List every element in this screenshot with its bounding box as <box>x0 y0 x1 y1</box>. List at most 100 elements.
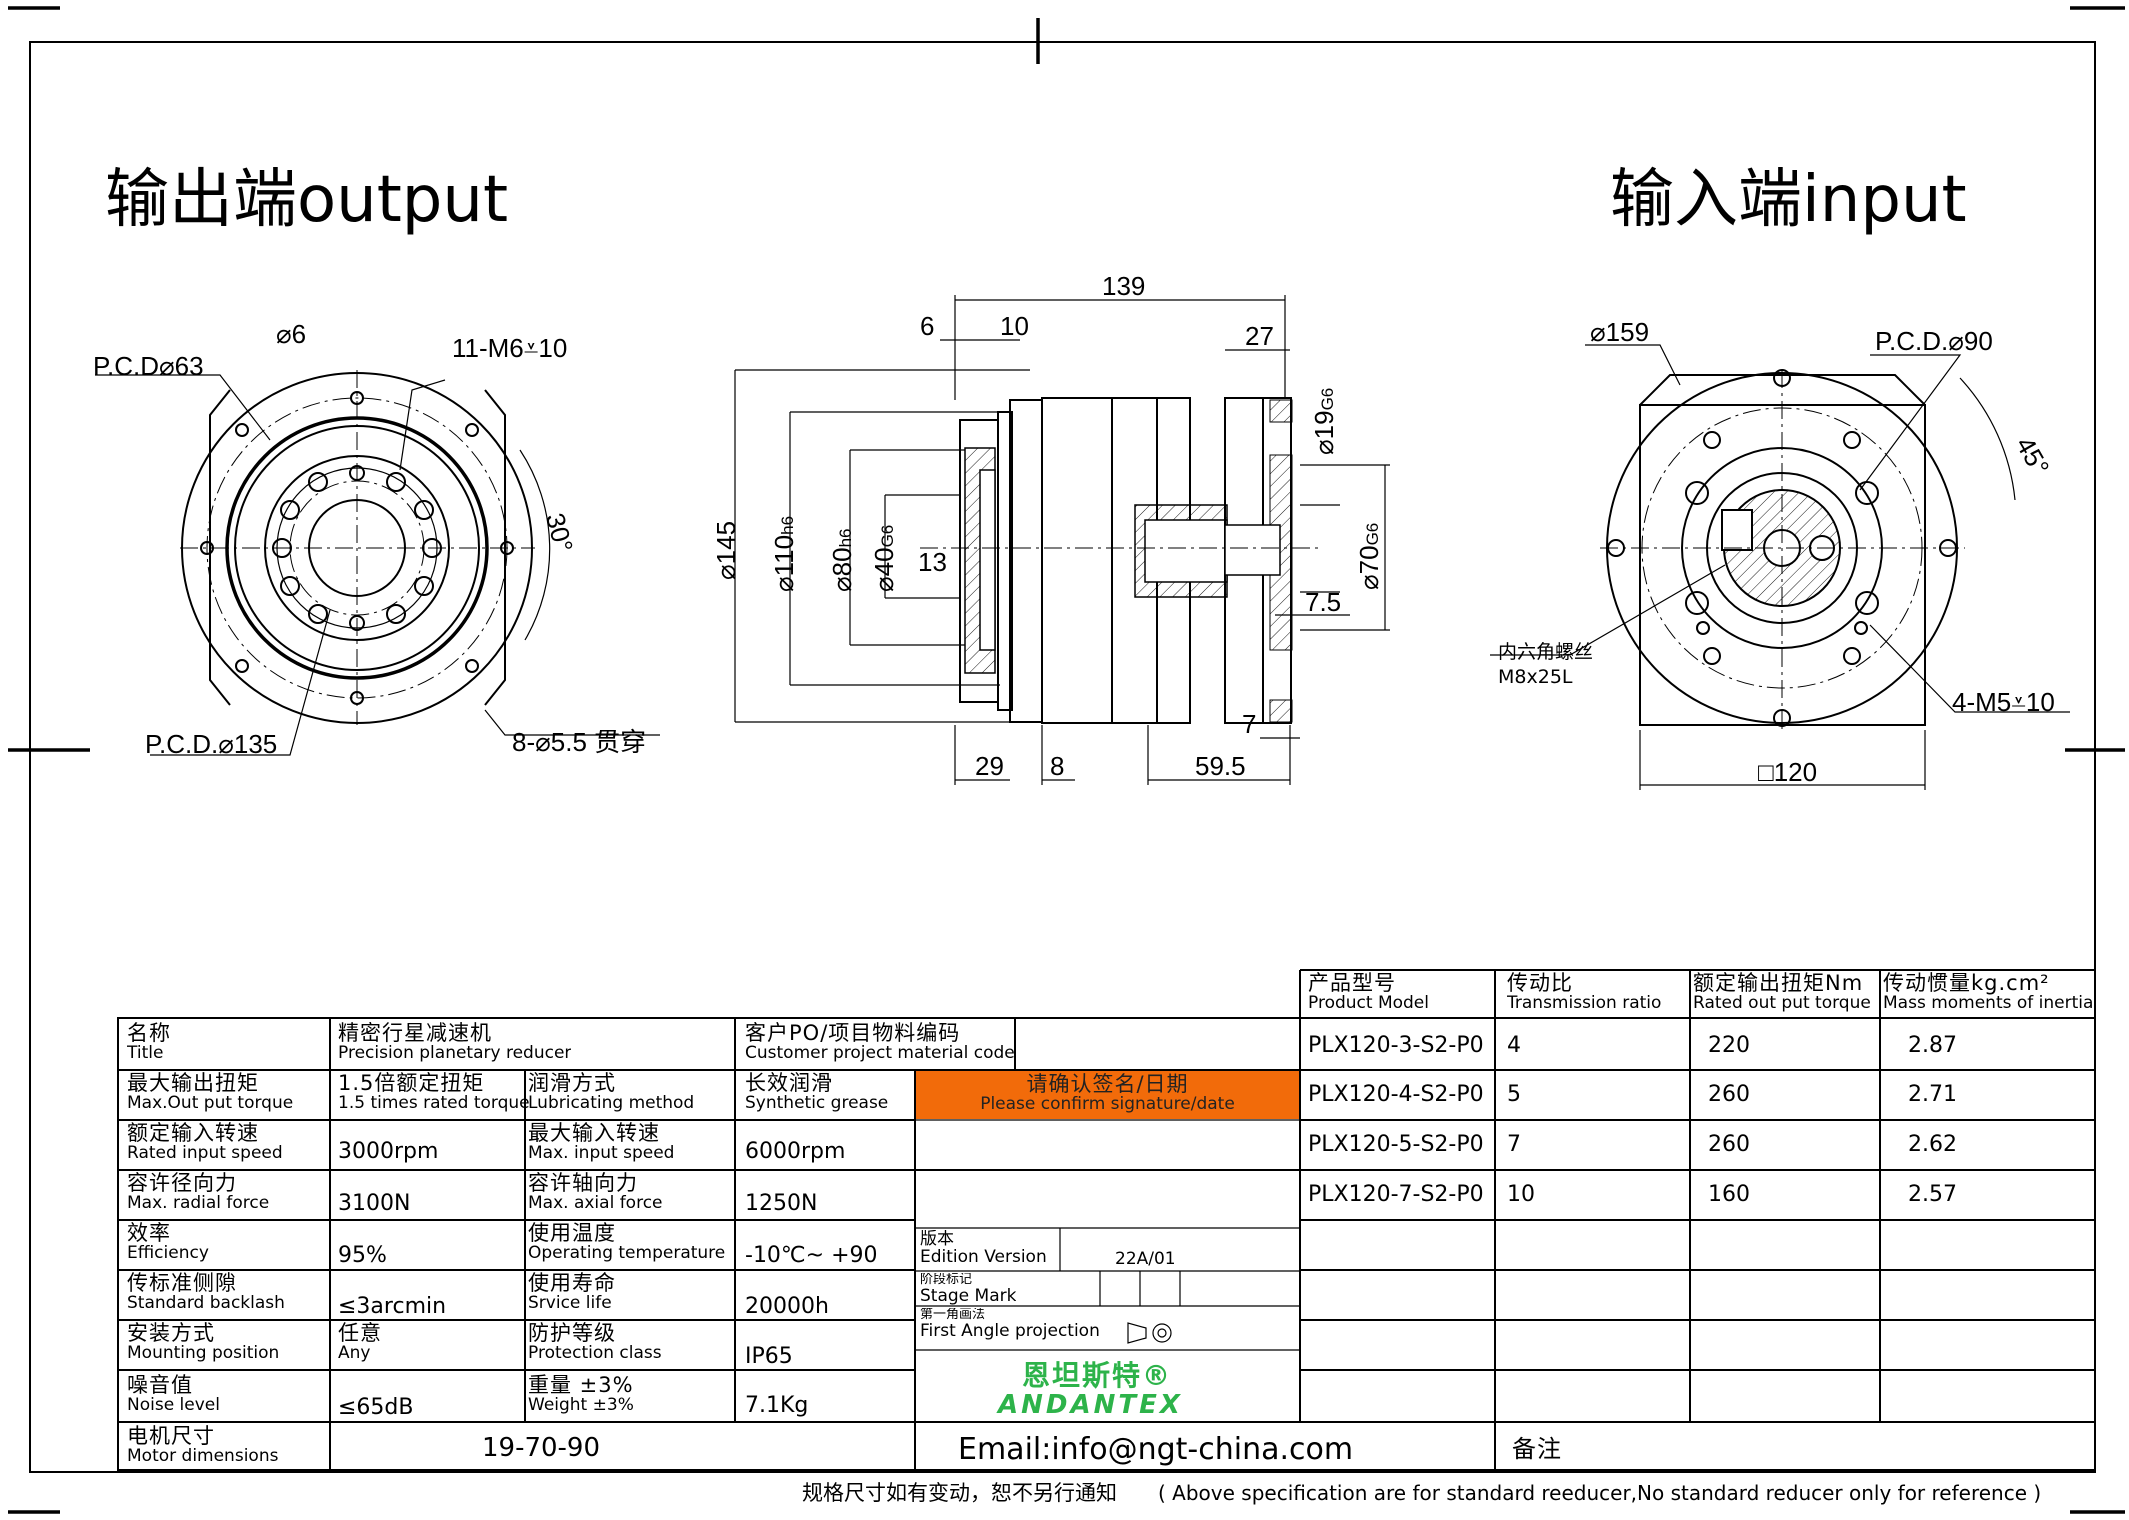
model-row-3-inertia: 2.62 <box>1908 1133 1957 1157</box>
model-row-2-model: PLX120-4-S2-P0 <box>1308 1083 1484 1107</box>
footer-note-en: ( Above specification are for standard r… <box>1158 1481 2042 1505</box>
len139-label: 139 <box>1102 271 1146 301</box>
edition-value: 22A/01 <box>1115 1250 1176 1268</box>
spec-row-5-value2: 20000h <box>745 1295 829 1319</box>
screw-label-en: M8x25L <box>1498 666 1573 688</box>
dia19-label: ⌀19G6 <box>1309 387 1339 455</box>
model-row-3-torque: 260 <box>1708 1133 1750 1157</box>
drawing-frame <box>8 6 2125 1514</box>
d7-label: 7 <box>1242 709 1257 739</box>
motor-value: 19-70-90 <box>482 1436 601 1460</box>
input-view <box>1490 344 2070 790</box>
thread4-label: 4-M5⩡10 <box>1952 687 2055 717</box>
model-row-4-ratio: 10 <box>1507 1183 1535 1207</box>
spec-row-3-value: 3100N <box>338 1192 411 1216</box>
remark-label: 备注 <box>1512 1436 1562 1462</box>
company-logo-en: ANDANTEX <box>998 1390 1183 1420</box>
model-row-1-model: PLX120-3-S2-P0 <box>1308 1034 1484 1058</box>
pcd90-label: P.C.D.⌀90 <box>1875 326 1993 356</box>
model-row-4-inertia: 2.57 <box>1908 1183 1957 1207</box>
d10-label: 10 <box>1000 311 1029 341</box>
input-heading: 输入端input <box>1610 163 1967 237</box>
through-hole-label: 8-⌀5.5 贯穿 <box>512 727 647 757</box>
model-row-1-torque: 220 <box>1708 1034 1750 1058</box>
company-logo-cn: 恩坦斯特® <box>1022 1359 1173 1392</box>
model-row-2-inertia: 2.71 <box>1908 1083 1957 1107</box>
dia70-label: ⌀70G6 <box>1354 522 1384 590</box>
email-text[interactable]: Email:info@ngt-china.com <box>958 1434 1354 1466</box>
thread-label: 11-M6⩡10 <box>452 333 568 363</box>
output-heading: 输出端output <box>105 163 509 237</box>
footer-note-cn: 规格尺寸如有变动，恕不另行通知 <box>802 1481 1117 1505</box>
spec-row-5-value: ≤3arcmin <box>338 1295 447 1319</box>
model-row-1-ratio: 4 <box>1507 1034 1521 1058</box>
pcd135-label: P.C.D.⌀135 <box>145 729 278 759</box>
spec-row-3-value2: 1250N <box>745 1192 818 1216</box>
title-block-grid <box>117 969 2096 1471</box>
square120-label: □120 <box>1758 757 1818 787</box>
pcd63-label: P.C.D⌀63 <box>93 351 204 381</box>
model-row-3-model: PLX120-5-S2-P0 <box>1308 1133 1484 1157</box>
d13-label: 13 <box>918 547 947 577</box>
confirm-signature-box <box>916 1071 1299 1119</box>
output-view <box>95 370 660 756</box>
spec-row-7-value: ≤65dB <box>338 1396 414 1420</box>
dia110-label: ⌀110h6 <box>769 515 799 592</box>
spec-row-4-value2: -10℃~ +90 <box>745 1244 878 1268</box>
screw-label-cn: 内六角螺丝 <box>1498 641 1594 663</box>
dia159-label: ⌀159 <box>1590 317 1650 347</box>
model-row-4-model: PLX120-7-S2-P0 <box>1308 1183 1484 1207</box>
spec-row-6-value2: IP65 <box>745 1345 793 1369</box>
model-row-3-ratio: 7 <box>1507 1133 1521 1157</box>
d75-label: 7.5 <box>1305 587 1342 617</box>
spec-row-4-value: 95% <box>338 1244 387 1268</box>
d595-label: 59.5 <box>1195 751 1246 781</box>
model-row-4-torque: 160 <box>1708 1183 1750 1207</box>
d29-label: 29 <box>975 751 1004 781</box>
spec-row-7-label2: 重量 ±3%Weight ±3% <box>528 1374 634 1414</box>
d8-label: 8 <box>1050 751 1065 781</box>
hole6-label: ⌀6 <box>276 319 307 349</box>
side-section-view <box>734 295 1390 785</box>
spec-row-2-value: 3000rpm <box>338 1140 439 1164</box>
dia80-label: ⌀80h6 <box>827 528 857 593</box>
spec-row-2-value2: 6000rpm <box>745 1140 846 1164</box>
model-row-1-inertia: 2.87 <box>1908 1034 1957 1058</box>
spec-row-7-value2: 7.1Kg <box>745 1394 809 1418</box>
model-row-2-torque: 260 <box>1708 1083 1750 1107</box>
dia145-label: ⌀145 <box>711 520 741 580</box>
d6-label: 6 <box>920 311 935 341</box>
model-row-2-ratio: 5 <box>1507 1083 1521 1107</box>
d27-label: 27 <box>1245 321 1274 351</box>
dia40-label: ⌀40G6 <box>869 524 899 592</box>
